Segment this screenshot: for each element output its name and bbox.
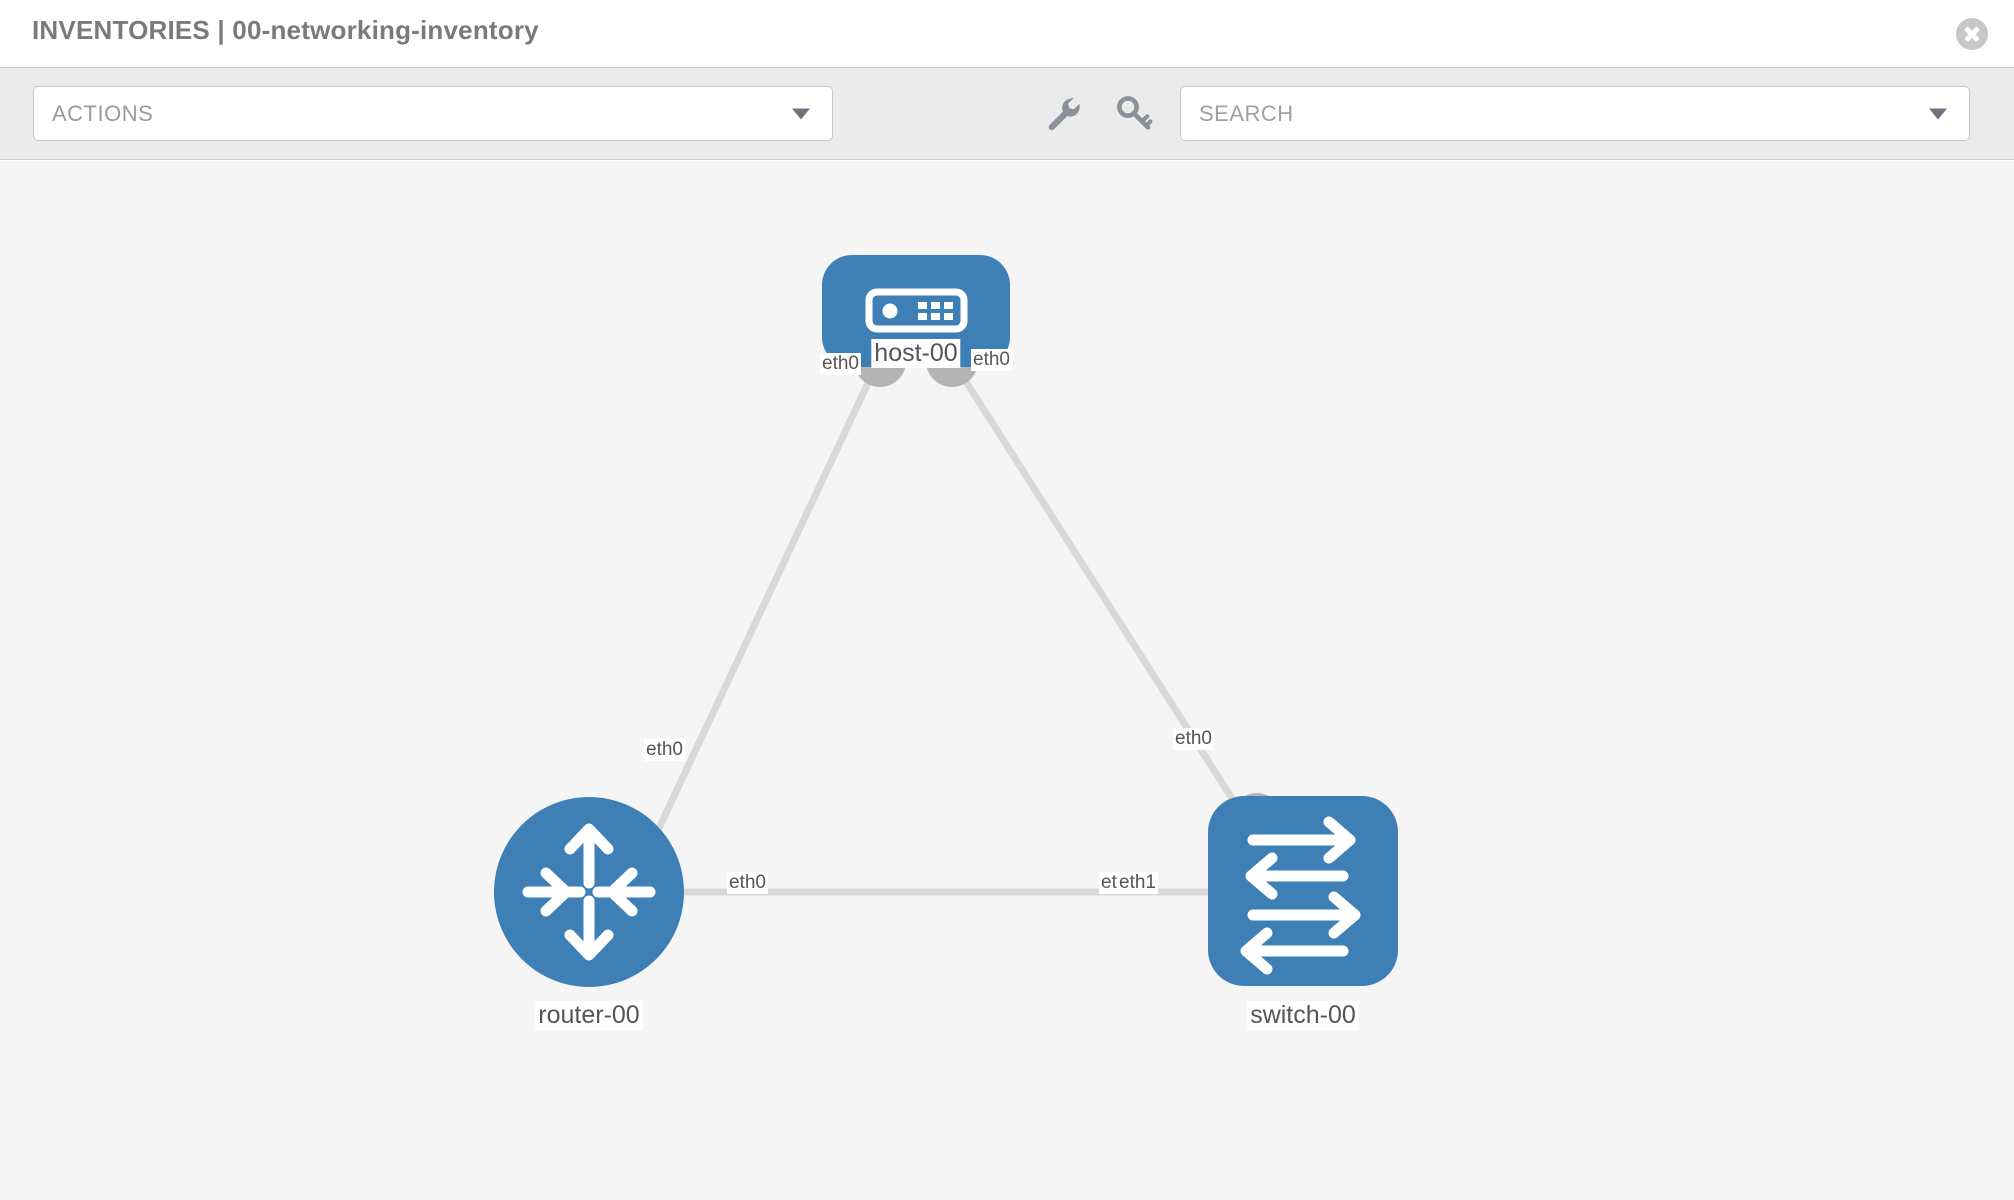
header-bar: INVENTORIES | 00-networking-inventory [0, 0, 2014, 68]
edge-label-host-right: eth0 [971, 349, 1012, 371]
chevron-down-icon [792, 108, 810, 119]
node-label-router-00: router-00 [535, 1001, 643, 1030]
search-input[interactable]: SEARCH [1180, 86, 1970, 141]
router-arrows-icon [522, 823, 656, 961]
key-icon[interactable] [1113, 92, 1155, 134]
toolbar: ACTIONS SEARCH [0, 68, 2014, 160]
edge-label-switch-up: eth0 [1173, 728, 1214, 750]
topology-canvas[interactable]: host-00 router-00 switch-00 eth0 eth0 et… [0, 161, 2014, 1200]
node-router-00 [494, 797, 684, 987]
edge-group [632, 364, 1261, 896]
node-label-host-00: host-00 [871, 339, 961, 368]
actions-dropdown-label: ACTIONS [52, 101, 154, 126]
edge-label-router-up: eth0 [644, 739, 685, 761]
edge-host-router [632, 364, 880, 879]
node-host-00 [822, 255, 1010, 367]
close-icon[interactable] [1956, 18, 1988, 50]
search-placeholder: SEARCH [1199, 101, 1294, 126]
switch-arrows-icon [1240, 816, 1361, 975]
wrench-icon[interactable] [1041, 92, 1083, 134]
edge-label-host-left: eth0 [820, 353, 861, 375]
edge-label-switch-left-b: eth1 [1117, 872, 1158, 894]
port-group [611, 335, 1282, 917]
node-switch-00 [1208, 796, 1398, 986]
page-title: INVENTORIES | 00-networking-inventory [32, 15, 539, 45]
actions-dropdown[interactable]: ACTIONS [33, 86, 833, 141]
edge-host-switch [953, 364, 1261, 841]
chevron-down-icon[interactable] [1929, 108, 1947, 119]
server-icon [865, 288, 968, 333]
node-label-switch-00: switch-00 [1247, 1001, 1359, 1030]
edge-label-router-right: eth0 [727, 872, 768, 894]
